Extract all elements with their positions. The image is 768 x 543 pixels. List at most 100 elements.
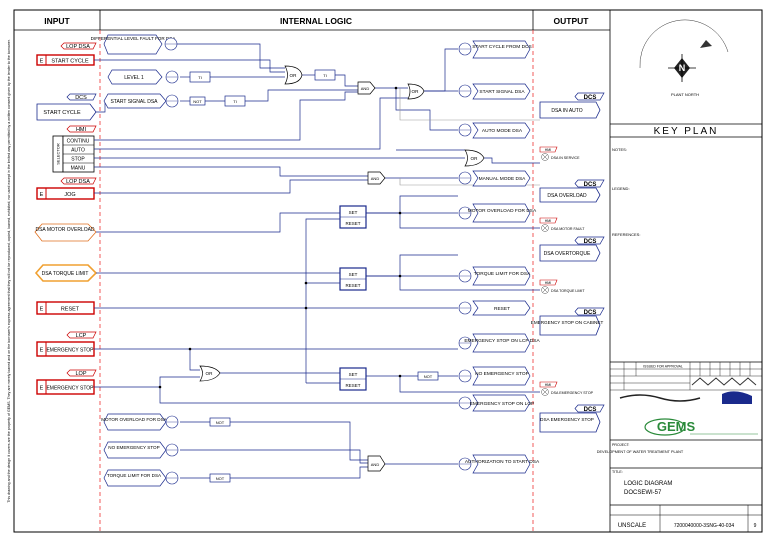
out-estop-lop: EMERGENCY STOP ON LOP: [470, 401, 535, 407]
input-start-cycle-dcs: START CYCLE: [43, 110, 81, 116]
svg-text:DCS: DCS: [584, 239, 597, 245]
logic-torque-limit: TORQUE LIMIT FOR DSA: [107, 473, 162, 478]
svg-text:OR: OR: [471, 156, 479, 161]
title-block: N PLANT NORTH KEY PLAN NOTES: LEGEND: RE…: [597, 19, 762, 532]
input-reset: RESET: [61, 307, 80, 313]
header-output: OUTPUT: [554, 16, 590, 26]
svg-text:SET: SET: [349, 372, 358, 377]
out-authorization: AUTHORIZATION TO START DSA: [465, 459, 540, 465]
input-motor-overload: DSA MOTOR OVERLOAD: [35, 227, 94, 233]
revision-issued: ISSUED FOR APPROVAL: [643, 365, 683, 369]
side-note: This drawing and the design it covers ar…: [7, 39, 11, 502]
svg-text:NOT: NOT: [216, 476, 225, 481]
drawing-title: LOGIC DIAGRAM: [624, 481, 672, 487]
logic-no-estop: NO EMERGENCY STOP: [108, 445, 159, 450]
svg-text:RESET: RESET: [345, 221, 360, 226]
svg-text:AND: AND: [371, 462, 380, 467]
svg-text:E: E: [40, 348, 44, 354]
input-emergency-stop-lcp: EMERGENCY STOP: [46, 348, 94, 354]
out-manual-mode: MANUAL MODE DSA: [479, 176, 527, 182]
svg-text:E: E: [40, 192, 44, 198]
input-start-cycle: START CYCLE: [51, 59, 89, 65]
out-no-estop: NO EMERGENCY STOP: [475, 371, 529, 377]
out-dsa-overload: DSA OVERLOAD: [547, 193, 587, 199]
drawing-title-2: DOCSEWI-57: [624, 490, 662, 496]
svg-text:SET: SET: [349, 210, 358, 215]
svg-text:AND: AND: [371, 176, 380, 181]
svg-text:DCS: DCS: [75, 95, 87, 101]
project-label: PROJECT:: [612, 443, 630, 447]
input-emergency-stop-lop: EMERGENCY STOP: [46, 386, 94, 392]
svg-text:HMI: HMI: [545, 219, 552, 223]
out-torque-limit: TORQUE LIMIT FOR DSA: [474, 271, 531, 277]
out-start-signal: START SIGNAL DSA: [479, 89, 525, 95]
svg-text:TITLE:: TITLE:: [612, 470, 623, 474]
input-jog: JOG: [64, 192, 75, 198]
sheet-number: 9: [754, 523, 757, 529]
svg-text:HMI: HMI: [76, 127, 87, 133]
logic-blocks: DIFFERENTIAL LEVEL FAULT FOR DSA LEVEL 1…: [91, 34, 485, 487]
out-estop-lcp: EMERGENCY STOP ON LCP DSA: [464, 338, 540, 344]
outputs-column: DCS DSA IN AUTO HMI DSA IN SERVICE DCS D…: [531, 92, 605, 433]
header-internal-logic: INTERNAL LOGIC: [280, 16, 352, 26]
out-auto-mode: AUTO MODE DSA: [482, 128, 523, 134]
svg-text:LOP DSA: LOP DSA: [66, 179, 90, 185]
out-dsa-overtorque: DSA OVERTORQUE: [544, 251, 591, 257]
selector-manu: MANU: [71, 166, 86, 172]
hmi-in-service: DSA IN SERVICE: [551, 156, 580, 160]
out-reset: RESET: [494, 306, 510, 312]
out-motor-overload: MOTOR OVERLOAD FOR DSA: [468, 208, 537, 214]
svg-text:OR: OR: [206, 371, 214, 376]
svg-text:E: E: [40, 307, 44, 313]
selector-continu: CONTINU: [67, 139, 90, 145]
input-lop-dsa-label: LOP DSA: [66, 44, 90, 50]
selector-auto: AUTO: [71, 148, 85, 154]
selector-stop: STOP: [71, 157, 85, 163]
svg-text:NOT: NOT: [424, 374, 433, 379]
svg-text:SELECTOR: SELECTOR: [56, 143, 61, 165]
latch-overload: SET RESET: [339, 205, 367, 229]
svg-text:TI: TI: [233, 99, 237, 104]
header-input: INPUT: [44, 16, 70, 26]
input-torque-limit: DSA TORQUE LIMIT: [42, 271, 89, 277]
svg-text:TI: TI: [198, 75, 202, 80]
references-label: REFERENCES:: [612, 232, 640, 237]
inputs-column: LOP DSA E START CYCLE DCS START CYCLE HM…: [34, 42, 98, 395]
latch-torque: SET RESET: [339, 267, 367, 291]
doc-number: 7200040000-3SNG-40-034: [674, 523, 735, 529]
svg-text:DCS: DCS: [584, 407, 597, 413]
out-start-cycle-dcs: START CYCLE FROM DCS: [472, 44, 531, 50]
hmi-estop: DSA EMERGENCY STOP: [551, 391, 594, 395]
svg-text:GEMS: GEMS: [657, 419, 696, 434]
diff-level-label: DIFFERENTIAL LEVEL FAULT FOR DSA: [91, 36, 177, 41]
svg-text:E: E: [40, 386, 44, 392]
svg-text:RESET: RESET: [345, 383, 360, 388]
svg-text:HMI: HMI: [545, 148, 552, 152]
svg-text:HMI: HMI: [545, 383, 552, 387]
svg-text:TI: TI: [323, 73, 327, 78]
plant-north-label: PLANT NORTH: [671, 92, 699, 97]
svg-text:LOP: LOP: [75, 371, 86, 377]
latch-estop: SET RESET: [339, 367, 367, 391]
svg-text:DCS: DCS: [584, 182, 597, 188]
svg-text:RESET: RESET: [345, 283, 360, 288]
svg-text:OR: OR: [290, 73, 298, 78]
svg-text:E: E: [40, 59, 44, 65]
svg-text:OR: OR: [412, 89, 420, 94]
logic-wires: [94, 43, 540, 479]
svg-text:NOT: NOT: [193, 99, 202, 104]
north-arrow-icon: N: [639, 19, 729, 82]
project-name: DEVELOPMENT OF WATER TREATMENT PLANT: [597, 450, 684, 454]
svg-text:NOT: NOT: [216, 420, 225, 425]
out-estop-cabinet: EMERGENCY STOP ON CABINET: [531, 320, 604, 325]
svg-text:DCS: DCS: [584, 310, 597, 316]
svg-text:N: N: [679, 63, 686, 73]
out-dsa-in-auto: DSA IN AUTO: [551, 108, 582, 114]
scale-value: UNSCALE: [618, 523, 646, 529]
start-signal-label: START SIGNAL DSA: [110, 99, 158, 105]
svg-text:HMI: HMI: [545, 281, 552, 285]
svg-text:DCS: DCS: [584, 95, 597, 101]
notes-label: NOTES:: [612, 147, 627, 152]
hmi-torque-limit: DSA TORQUE LIMIT: [551, 289, 585, 293]
